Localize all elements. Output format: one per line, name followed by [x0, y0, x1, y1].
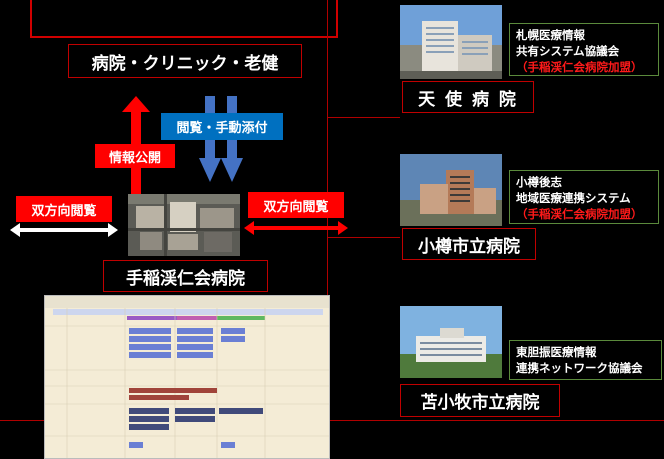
bidirectional-left-label: 双方向閲覧: [16, 196, 112, 222]
network-line: 地域医療連携システム: [516, 191, 631, 205]
clinic-label-box: 病院・クリニック・老健: [68, 44, 302, 78]
bidirectional-left-arrow: [10, 223, 118, 237]
network-line: 東胆振医療情報: [516, 345, 597, 359]
network-line: 連携ネットワーク協議会: [516, 361, 643, 375]
calendar-sheet: [44, 295, 330, 459]
otaru-hospital-label: 小樽市立病院: [418, 236, 520, 257]
bidirectional-left-text: 双方向閲覧: [31, 203, 97, 219]
divider-line: [328, 117, 400, 118]
otaru-hospital-box: 小樽市立病院: [402, 228, 536, 260]
clinic-label: 病院・クリニック・老健: [91, 53, 279, 74]
aerial-photo: [128, 194, 240, 256]
view-attach-text: 閲覧・手動添付: [176, 121, 268, 136]
tenshi-hospital-photo: [400, 5, 502, 79]
membership-note: （手稲渓仁会病院加盟）: [516, 207, 643, 221]
bidirectional-right-arrow: [244, 221, 348, 235]
otaru-hospital-photo: [400, 154, 502, 226]
view-attach-label: 閲覧・手動添付: [161, 113, 283, 140]
membership-note: （手稲渓仁会病院加盟）: [516, 60, 643, 74]
network-line: 札幌医療情報: [516, 28, 585, 42]
tenshi-hospital-label: 天 使 病 院: [418, 89, 518, 110]
divider-line: [328, 420, 664, 421]
tomakomai-network-info: 東胆振医療情報 連携ネットワーク協議会: [509, 340, 662, 380]
tenshi-network-info: 札幌医療情報 共有システム協議会 （手稲渓仁会病院加盟）: [509, 23, 659, 76]
tomakomai-hospital-box: 苫小牧市立病院: [400, 384, 560, 417]
tomakomai-hospital-photo: [400, 306, 502, 378]
otaru-network-info: 小樽後志 地域医療連携システム （手稲渓仁会病院加盟）: [509, 170, 659, 224]
top-frame: [30, 0, 338, 38]
bidirectional-right-label: 双方向閲覧: [248, 192, 344, 218]
divider-line: [0, 420, 45, 421]
tomakomai-hospital-label: 苫小牧市立病院: [420, 393, 540, 413]
tenshi-hospital-box: 天 使 病 院: [402, 81, 534, 113]
center-hospital-label: 手稲渓仁会病院: [126, 268, 245, 289]
network-line: 共有システム協議会: [516, 44, 620, 58]
network-line: 小樽後志: [516, 175, 562, 189]
info-public-text: 情報公開: [108, 150, 161, 166]
center-hospital-box: 手稲渓仁会病院: [103, 260, 268, 292]
bidirectional-right-text: 双方向閲覧: [263, 199, 329, 215]
divider-line: [328, 237, 400, 238]
info-public-label: 情報公開: [95, 144, 175, 168]
